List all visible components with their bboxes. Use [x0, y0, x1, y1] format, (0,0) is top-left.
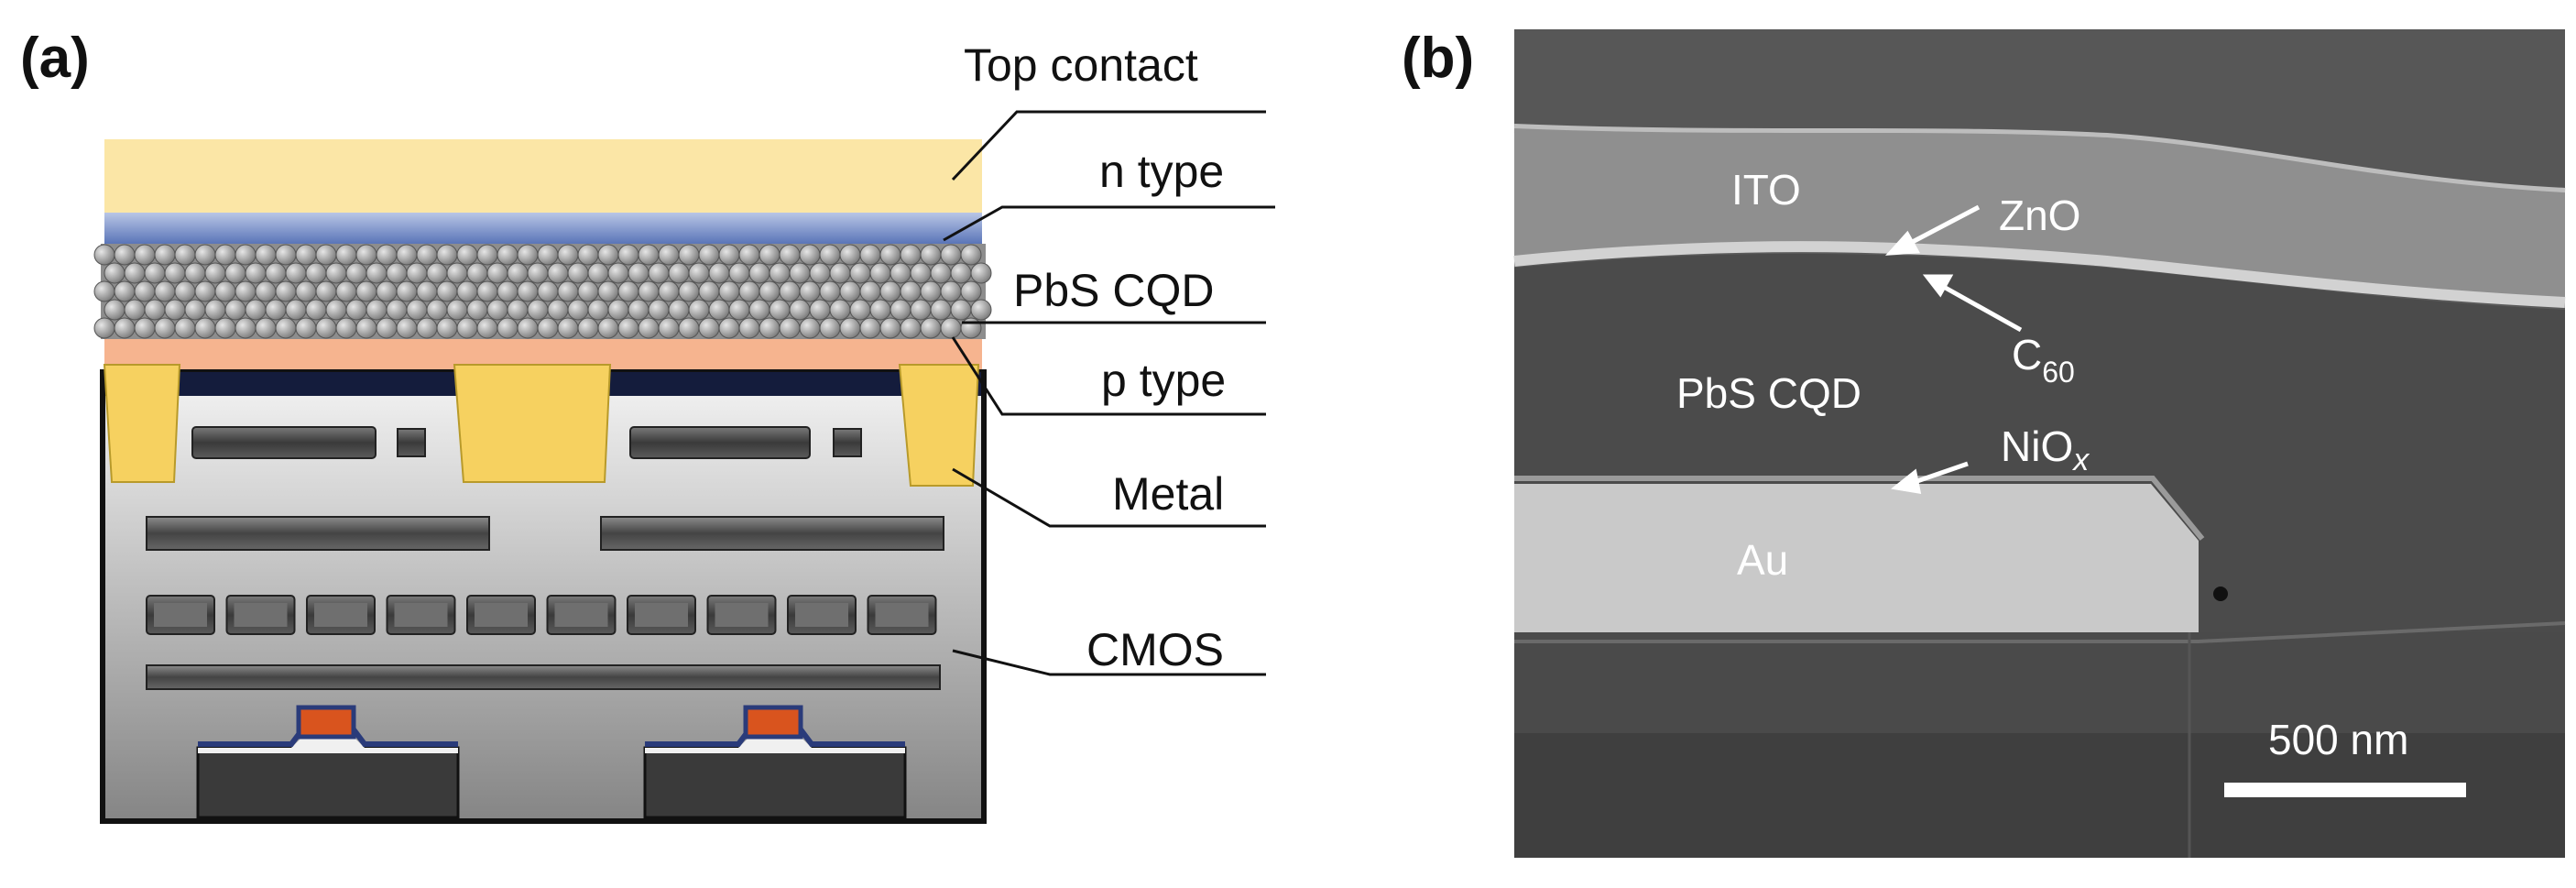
label-cmos: CMOS — [1086, 624, 1224, 675]
panel-a-letter: (a) — [20, 27, 90, 90]
label-p-type: p type — [1101, 355, 1227, 406]
n-type-layer — [104, 213, 982, 244]
label-top-contact: Top contact — [964, 39, 1198, 91]
metal-contacts — [103, 364, 980, 487]
scale-bar — [2224, 783, 2466, 797]
via-pads — [146, 595, 937, 635]
leader-lines — [943, 110, 1275, 676]
label-au: Au — [1737, 536, 1789, 584]
transistor-right — [643, 705, 907, 819]
sem-image — [1513, 29, 2566, 858]
label-pbs-cqd: PbS CQD — [1013, 265, 1215, 316]
scale-bar-label: 500 nm — [2268, 716, 2409, 763]
top-contact-layer — [104, 139, 982, 213]
label-n-type: n type — [1099, 146, 1225, 197]
label-metal: Metal — [1112, 468, 1225, 520]
pbs-cqd-layer — [93, 244, 992, 339]
transistor-left — [196, 705, 460, 819]
label-niox: NiOx — [2001, 422, 2090, 477]
label-zno: ZnO — [1999, 192, 2081, 239]
label-ito: ITO — [1731, 166, 1801, 214]
label-c60: C60 — [2012, 331, 2075, 389]
panel-b-letter: (b) — [1402, 27, 1475, 90]
label-pbs-cqd-sem: PbS CQD — [1676, 369, 1861, 417]
